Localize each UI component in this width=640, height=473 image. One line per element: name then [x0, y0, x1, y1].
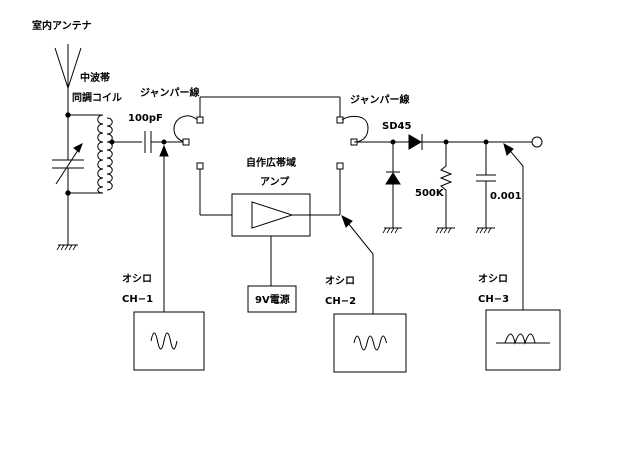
scope3-label-line1: オシロ — [478, 273, 508, 285]
detector-circuit — [357, 134, 543, 228]
jumper-left-label: ジャンパー線 — [140, 86, 200, 99]
jumper-wire-left — [173, 115, 204, 170]
coupling-capacitor — [144, 131, 186, 153]
scope-screen-3 — [485, 309, 561, 371]
antenna-label: 室内アンテナ — [32, 19, 92, 32]
capacitor-0001-label: 0.001 — [490, 191, 522, 202]
ground-symbols — [382, 227, 495, 234]
tuning-coil-label: 同調コイル — [72, 91, 122, 104]
scope-probe-3 — [503, 142, 524, 310]
resistor-label: 500K — [415, 188, 445, 199]
scope-screen-1 — [133, 311, 205, 371]
amplifier-label-line2: アンプ — [260, 175, 290, 188]
amplifier-label-line1: 自作広帯域 — [246, 156, 296, 169]
scope-probe-2 — [341, 214, 374, 314]
scope-screen-2 — [333, 313, 407, 373]
tuning-circuit — [52, 112, 142, 251]
power-supply-label: 9V電源 — [255, 293, 290, 306]
scope2-label-line1: オシロ — [325, 275, 355, 287]
scope2-label-line2: CH−2 — [325, 296, 356, 307]
scope3-label-line2: CH−3 — [478, 294, 509, 305]
scope1-label-line1: オシロ — [122, 273, 152, 285]
bypass-wire — [199, 96, 341, 117]
capacitor-100pf-label: 100pF — [128, 113, 163, 124]
antenna-symbol — [54, 44, 82, 115]
jumper-wire-right — [336, 115, 369, 170]
diode-label: SD45 — [382, 121, 411, 132]
power-supply-box — [247, 285, 297, 313]
mw-band-label: 中波帯 — [80, 71, 110, 84]
scope1-label-line2: CH−1 — [122, 294, 153, 305]
jumper-right-label: ジャンパー線 — [350, 93, 410, 106]
scope-probe-1 — [159, 144, 169, 312]
amplifier-block — [199, 169, 341, 286]
